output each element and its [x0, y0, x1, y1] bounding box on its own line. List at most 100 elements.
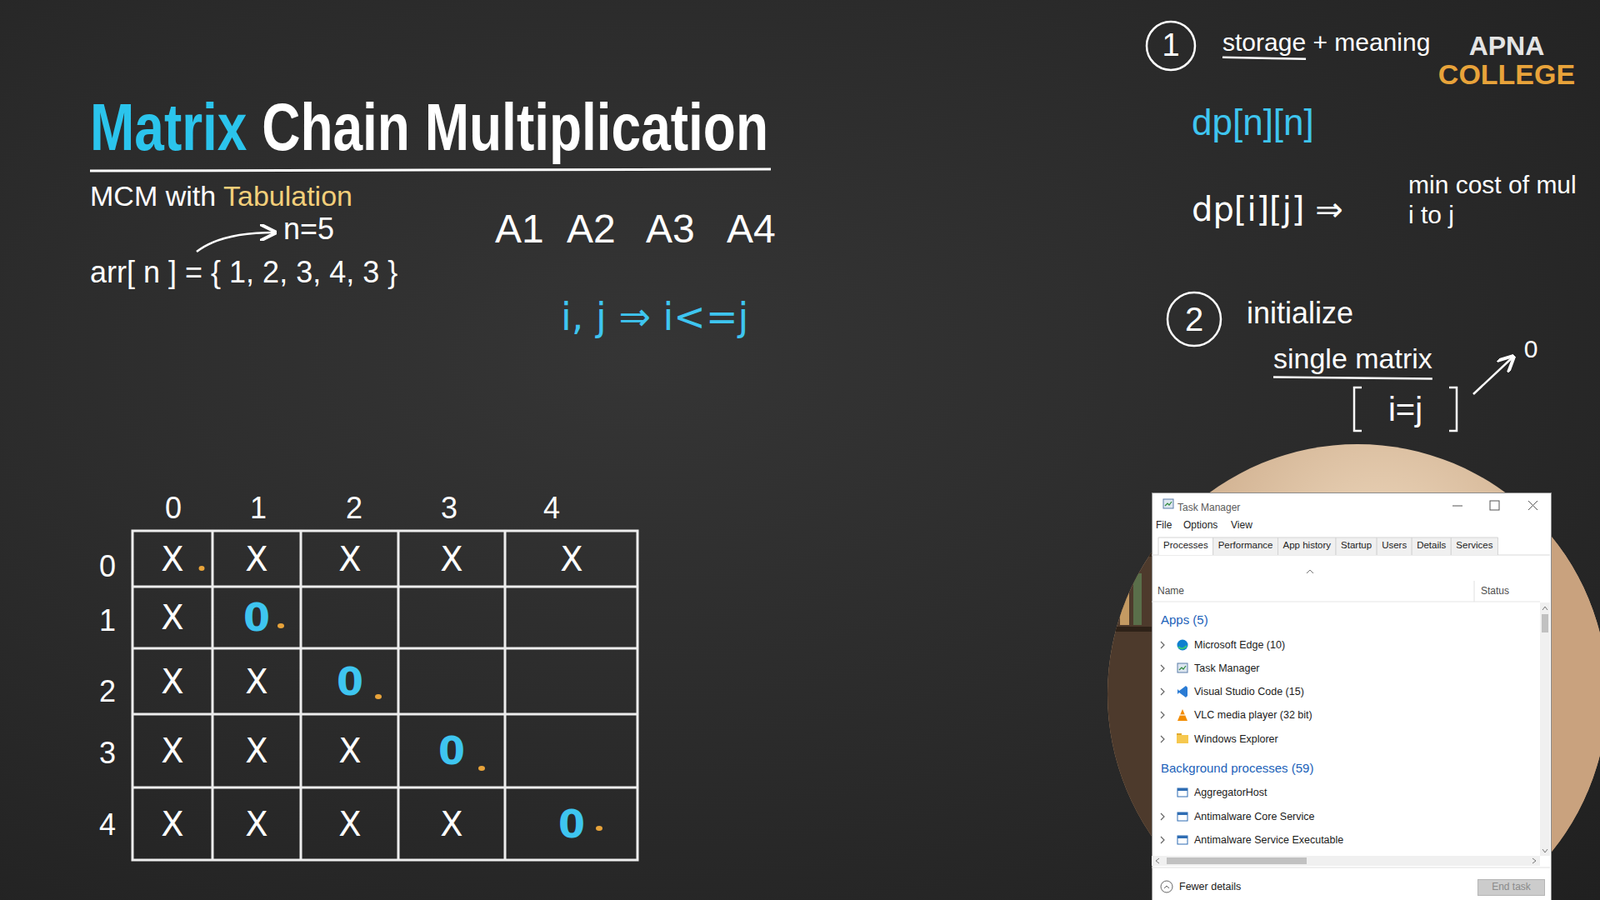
- invalid-cell: X: [160, 662, 184, 701]
- underline: [1273, 377, 1433, 380]
- title-underline: [90, 169, 771, 171]
- pointer-arrow: [196, 232, 275, 252]
- column-index: 3: [440, 490, 458, 525]
- webcam-feed: [1141, 495, 1150, 550]
- process-name: VLC media player (32 bit): [1194, 709, 1313, 721]
- subtitle: MCM with Tabulation: [90, 180, 353, 213]
- step-heading: storage + meaning: [1222, 28, 1430, 58]
- row-index: 3: [99, 735, 116, 770]
- invalid-cell: X: [338, 805, 361, 844]
- tab-outline: [1278, 537, 1337, 555]
- word: [157, 180, 165, 212]
- bracket-outline: [1354, 387, 1362, 431]
- process-icon: [1176, 735, 1189, 744]
- chalk-dot: [199, 565, 205, 571]
- word: Multiplication: [425, 90, 769, 165]
- node-text: i=j: [1388, 390, 1423, 429]
- circle-outline: [1146, 21, 1195, 70]
- invalid-cell: X: [160, 731, 184, 770]
- tab-outline: [1450, 537, 1498, 555]
- invalid-cell: X: [245, 662, 268, 701]
- invalid-cell: X: [338, 540, 361, 579]
- header-rule: [1151, 601, 1540, 603]
- column-separator: [1474, 580, 1475, 602]
- process-name: Microsoft Edge (10): [1194, 639, 1285, 651]
- dp-table-grid: [300, 530, 303, 860]
- matrix-name: A4: [726, 205, 776, 252]
- process-name: Task Manager: [1194, 662, 1260, 675]
- dp-definition: dp[i][j] ⇒: [1191, 190, 1344, 229]
- word: [246, 90, 262, 165]
- dp-table-grid: [132, 530, 638, 860]
- process-icon: [1178, 645, 1187, 649]
- app-icon: [1165, 501, 1172, 506]
- matrix-name: A3: [645, 205, 695, 252]
- minimize-button: [1452, 505, 1463, 507]
- dp-table-grid: [504, 530, 507, 860]
- scrollbar: [1540, 602, 1550, 856]
- tab-label: Processes: [1163, 540, 1209, 551]
- base-value: 0: [1524, 335, 1539, 365]
- group-header: Apps (5): [1160, 612, 1209, 627]
- scrollbar: [1155, 858, 1160, 864]
- dp-declaration: dp[n][n]: [1191, 101, 1315, 145]
- process-icon: [1177, 812, 1188, 821]
- webcam-feed: [1551, 466, 1600, 900]
- column-index: 1: [250, 490, 267, 525]
- base-case-cell: 0: [243, 595, 270, 640]
- dp-table-grid: [132, 530, 638, 860]
- webcam-feed: [1108, 575, 1116, 625]
- tab-label: Performance: [1218, 540, 1274, 551]
- scrollbar: [1166, 857, 1307, 865]
- dp-meaning: min cost of mul i to j: [1408, 170, 1584, 230]
- invalid-cell: X: [440, 540, 463, 579]
- tab-label: Startup: [1340, 540, 1372, 551]
- column-index: 4: [543, 490, 560, 525]
- node-text: 1: [1161, 27, 1180, 65]
- chalk-dot: [277, 623, 285, 629]
- process-name: Windows Explorer: [1194, 733, 1279, 745]
- invalid-cell: X: [245, 805, 268, 844]
- watermark: COLLEGE: [1438, 58, 1575, 91]
- base-case-cell: 0: [438, 729, 465, 774]
- invalid-cell: X: [440, 805, 463, 844]
- word: MCM: [90, 180, 158, 212]
- webcam-feed: [1133, 573, 1142, 625]
- chalk-dot: [199, 565, 604, 831]
- process-icon: [1177, 835, 1188, 839]
- scrollbar: [1542, 849, 1548, 853]
- tab-label: Services: [1455, 540, 1493, 551]
- process-icon: [1177, 788, 1188, 791]
- matrix-name: A1: [495, 205, 545, 252]
- chalk-dot: [478, 765, 485, 771]
- process-icon: [1176, 640, 1189, 845]
- scrollbar: [1542, 606, 1548, 610]
- menu-item: Options: [1183, 520, 1218, 532]
- word: [215, 180, 224, 212]
- pointer-arrow: [1473, 356, 1514, 395]
- tab-label: App history: [1283, 540, 1332, 551]
- process-icon: [1177, 788, 1188, 797]
- webcam-feed: [1128, 504, 1139, 550]
- dp-table-grid: [132, 713, 638, 716]
- toggle-label: Fewer details: [1179, 880, 1241, 893]
- node-text: End task: [1491, 881, 1531, 894]
- end-task-button: End task: [1477, 879, 1545, 896]
- word: Matrix: [90, 90, 247, 165]
- webcam-feed: [1118, 491, 1125, 550]
- column-index: 2: [345, 490, 363, 525]
- chalk-dot: [375, 694, 382, 700]
- row-index: 1: [99, 603, 116, 638]
- process-name: AggregatorHost: [1194, 786, 1268, 799]
- invalid-cell: X: [245, 540, 268, 579]
- step-number: 2: [1165, 290, 1223, 348]
- invalid-cell: X: [338, 731, 361, 770]
- app-icon: [1163, 499, 1174, 509]
- process-icon: [1177, 663, 1188, 673]
- row-index: 0: [99, 549, 116, 584]
- webcam-feed: [1120, 583, 1130, 625]
- handwritten-note: single matrix: [1273, 342, 1433, 375]
- slide-title: Matrix Chain Multiplication: [90, 94, 769, 161]
- dp-table-grid: [132, 786, 638, 790]
- condition-note: i, j ⇒ i<=j: [560, 295, 749, 340]
